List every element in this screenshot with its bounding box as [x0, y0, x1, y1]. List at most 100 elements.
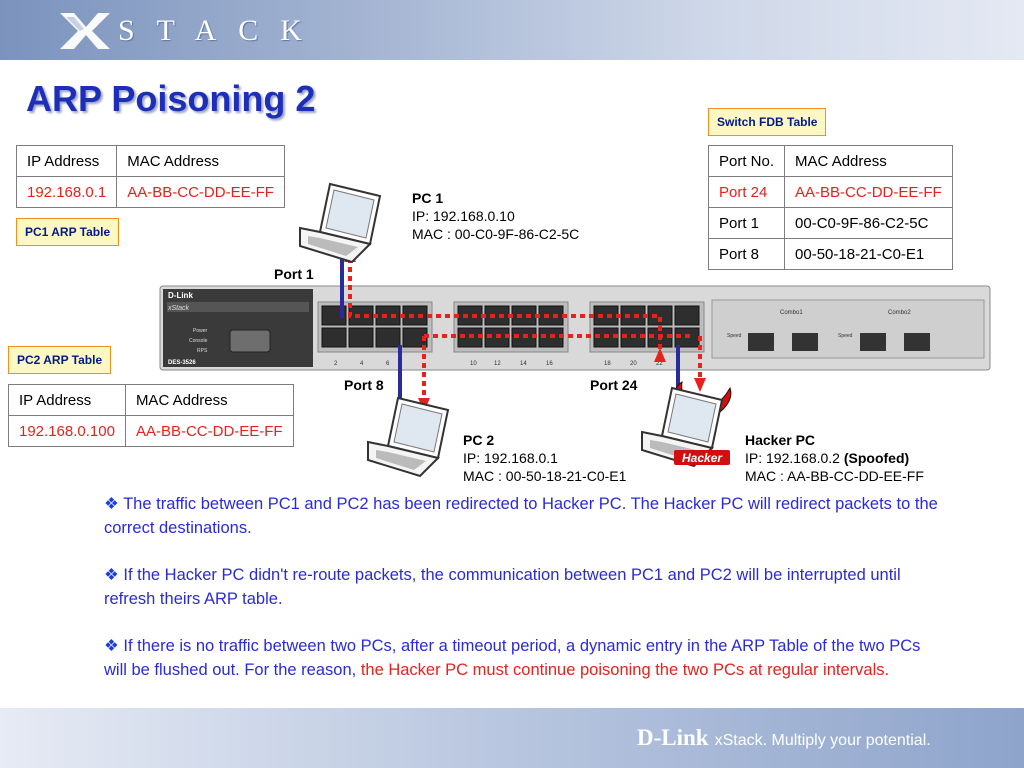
switch-model: DES-3526 [168, 360, 196, 366]
port-number: 22 [656, 361, 663, 367]
table-cell: Port 8 [707, 238, 786, 270]
switch-fdb-table-label: Switch FDB Table [708, 108, 827, 136]
combo2-label: Combo2 [888, 310, 911, 316]
pc2-arp-table: IP Address MAC Address 192.168.0.100 AA-… [8, 384, 294, 447]
switch-chassis: D-Link xStack DES-3526 Power Console RPS… [159, 285, 991, 371]
switch-port [457, 305, 483, 326]
table-cell: AA-BB-CC-DD-EE-FF [784, 176, 953, 208]
footer-banner [0, 708, 1024, 768]
arrow-hacker-up-icon [654, 348, 666, 362]
table-cell: AA-BB-CC-DD-EE-FF [124, 415, 294, 447]
table-row: Port 24 AA-BB-CC-DD-EE-FF [707, 176, 953, 208]
table-cell: 00-50-18-21-C0-E1 [784, 238, 953, 270]
dlink-logo: D-Link [637, 725, 709, 750]
port-number: 4 [360, 361, 364, 367]
switch-status-console: Console [189, 338, 208, 344]
switch-port [538, 305, 564, 326]
bullet-1: ❖ The traffic between PC1 and PC2 has be… [104, 495, 938, 537]
speed-label-1: Speed [727, 333, 742, 339]
table-header: IP Address [8, 384, 126, 416]
pc2-ip: IP: 192.168.0.1 [463, 450, 558, 466]
table-row: 192.168.0.100 AA-BB-CC-DD-EE-FF [8, 415, 294, 447]
hacker-spoofed: (Spoofed) [843, 450, 910, 466]
switch-port [674, 305, 700, 326]
table-header: MAC Address [784, 145, 953, 177]
table-cell: Port 1 [707, 207, 786, 239]
xstack-logo: STACK [56, 8, 324, 54]
table-cell: 192.168.0.1 [15, 176, 118, 208]
switch-fdb-table: Port No. MAC Address Port 24 AA-BB-CC-DD… [707, 145, 953, 270]
diamond-bullet-icon: ❖ [104, 566, 119, 584]
port-number: 18 [604, 361, 611, 367]
pc1-name: PC 1 [412, 190, 444, 206]
pc2-info: PC 2 IP: 192.168.0.1 MAC : 00-50-18-21-C… [463, 431, 626, 485]
switch-status-power: Power [193, 328, 208, 334]
switch-series: xStack [167, 305, 190, 312]
switch-port [511, 305, 537, 326]
footer-brand: D-Link xStack. Multiply your potential. [637, 725, 931, 751]
switch-status-rps: RPS [197, 348, 208, 354]
hacker-name: Hacker PC [745, 432, 816, 448]
switch-port [348, 327, 374, 348]
bullet-3: ❖ If there is no traffic between two PCs… [104, 637, 921, 679]
switch-port [375, 305, 401, 326]
pc1-arp-table: IP Address MAC Address 192.168.0.1 AA-BB… [15, 145, 285, 208]
table-row: Port 8 00-50-18-21-C0-E1 [707, 238, 953, 270]
port-number: 14 [520, 361, 527, 367]
bullet-2: ❖ If the Hacker PC didn't re-route packe… [104, 566, 901, 608]
table-cell: Port 24 [707, 176, 786, 208]
switch-port [593, 305, 619, 326]
pc1-ip: IP: 192.168.0.10 [412, 208, 515, 224]
pc2-name: PC 2 [463, 432, 495, 448]
port-number: 2 [334, 361, 338, 367]
laptop-pc2-icon [367, 396, 450, 478]
hacker-mac: MAC : AA-BB-CC-DD-EE-FF [745, 468, 924, 484]
switch-port [321, 327, 347, 348]
hacker-ip: IP: 192.168.0.2 [745, 450, 844, 466]
switch-brand: D-Link [168, 291, 193, 300]
pc1-info: PC 1 IP: 192.168.0.10 MAC : 00-C0-9F-86-… [412, 189, 579, 243]
port-number: 10 [470, 361, 477, 367]
bullet-list: ❖ The traffic between PC1 and PC2 has be… [104, 493, 944, 706]
port-number: 16 [546, 361, 553, 367]
table-cell: 192.168.0.100 [8, 415, 126, 447]
table-cell: AA-BB-CC-DD-EE-FF [116, 176, 285, 208]
port1-label: Port 1 [274, 266, 314, 282]
table-cell: 00-C0-9F-86-C2-5C [784, 207, 953, 239]
port8-label: Port 8 [344, 377, 384, 393]
port-number: 12 [494, 361, 501, 367]
header-banner [0, 0, 1024, 60]
hacker-badge-bg [674, 450, 730, 465]
diamond-bullet-icon: ❖ [104, 495, 119, 513]
pc2-arp-table-label: PC2 ARP Table [8, 346, 112, 374]
logo-text: STACK [118, 14, 324, 47]
traffic-path [348, 258, 702, 400]
table-row: 192.168.0.1 AA-BB-CC-DD-EE-FF [15, 176, 285, 208]
hacker-badge: Hacker [682, 451, 723, 465]
arrow-hacker-down-icon [694, 378, 706, 392]
port-number: 20 [630, 361, 637, 367]
pc2-mac: MAC : 00-50-18-21-C0-E1 [463, 468, 627, 484]
switch-port [484, 305, 510, 326]
combo1-label: Combo1 [780, 310, 803, 316]
table-header: Port No. [707, 145, 786, 177]
switch-port [402, 305, 428, 326]
pc1-arp-table-label: PC1 ARP Table [16, 218, 120, 246]
hacker-info: Hacker PC IP: 192.168.0.2 (Spoofed) MAC … [745, 431, 924, 485]
laptop-pc1-icon [299, 182, 382, 264]
switch-port [647, 305, 673, 326]
slide-title: ARP Poisoning 2 [26, 78, 316, 119]
switch-port [348, 305, 374, 326]
port-number: 6 [386, 361, 390, 367]
pc1-mac: MAC : 00-C0-9F-86-C2-5C [412, 226, 580, 242]
table-row: Port 1 00-C0-9F-86-C2-5C [707, 207, 953, 239]
switch-port [375, 327, 401, 348]
footer-tagline: xStack. Multiply your potential. [714, 732, 931, 749]
switch-port [620, 305, 646, 326]
table-header: MAC Address [124, 384, 294, 416]
table-header: MAC Address [116, 145, 285, 177]
x-logo-icon [56, 11, 112, 51]
diamond-bullet-icon: ❖ [104, 637, 119, 655]
table-header: IP Address [15, 145, 118, 177]
